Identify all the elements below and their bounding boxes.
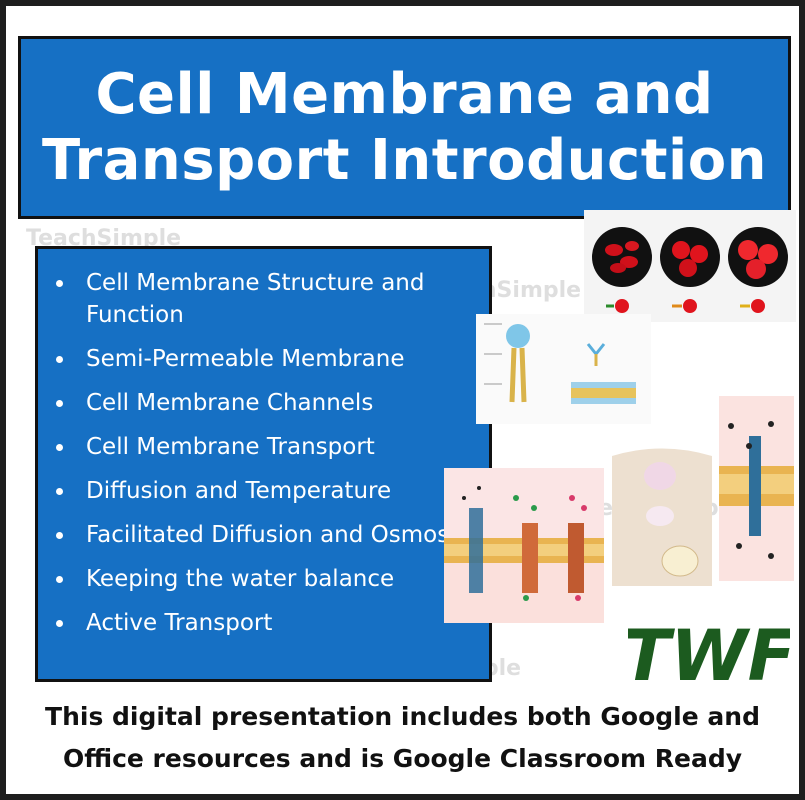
topic-item: Keeping the water balance — [50, 563, 475, 595]
topic-label: Semi-Permeable Membrane — [86, 346, 405, 372]
topic-label: Active Transport — [86, 610, 273, 636]
bullet-icon — [56, 356, 63, 363]
bullet-icon — [56, 532, 63, 539]
title-line-1: Cell Membrane and — [95, 61, 714, 127]
twf-logo: TWF — [628, 618, 790, 688]
hypertonic-cell-icon — [592, 227, 652, 287]
topic-list: Cell Membrane Structure and Function Sem… — [50, 267, 475, 639]
topic-label: Facilitated Diffusion and Osmosis — [86, 522, 468, 548]
concentration-gradient-diagram — [719, 396, 794, 581]
topic-item: Cell Membrane Structure and Function — [50, 267, 475, 331]
topic-item: Semi-Permeable Membrane — [50, 343, 475, 375]
bullet-icon — [56, 400, 63, 407]
topic-label: Cell Membrane Structure and Function — [86, 270, 425, 328]
topic-list-panel: Cell Membrane Structure and Function Sem… — [35, 246, 492, 682]
vesicle-diagram — [612, 446, 712, 586]
topic-item: Active Transport — [50, 607, 475, 639]
title-line-2: Transport Introduction — [41, 127, 768, 193]
topic-label: Cell Membrane Channels — [86, 390, 374, 416]
topic-label: Cell Membrane Transport — [86, 434, 375, 460]
topic-label: Keeping the water balance — [86, 566, 395, 592]
topic-item: Cell Membrane Transport — [50, 431, 475, 463]
logo-text: TWF — [628, 618, 790, 688]
bullet-icon — [56, 488, 63, 495]
topic-item: Cell Membrane Channels — [50, 387, 475, 419]
topic-item: Facilitated Diffusion and Osmosis — [50, 519, 475, 551]
bullet-icon — [56, 620, 63, 627]
topic-label: Diffusion and Temperature — [86, 478, 392, 504]
bullet-icon — [56, 444, 63, 451]
hypotonic-cell-icon — [728, 227, 788, 287]
footer-text: This digital presentation includes both … — [6, 696, 799, 780]
title-banner: Cell Membrane and Transport Introduction — [18, 36, 791, 219]
isotonic-cell-icon — [660, 227, 720, 287]
membrane-channels-diagram — [444, 468, 604, 623]
blood-cells-tonicity-image — [584, 210, 796, 322]
bullet-icon — [56, 576, 63, 583]
phospholipid-diagram — [476, 314, 651, 424]
footer-line-2: Office resources and is Google Classroom… — [62, 744, 743, 773]
footer-line-1: This digital presentation includes both … — [45, 702, 760, 731]
bullet-icon — [56, 280, 63, 287]
product-cover: TeachSimple TeachSimple TeachSimple Teac… — [6, 6, 799, 794]
topic-item: Diffusion and Temperature — [50, 475, 475, 507]
